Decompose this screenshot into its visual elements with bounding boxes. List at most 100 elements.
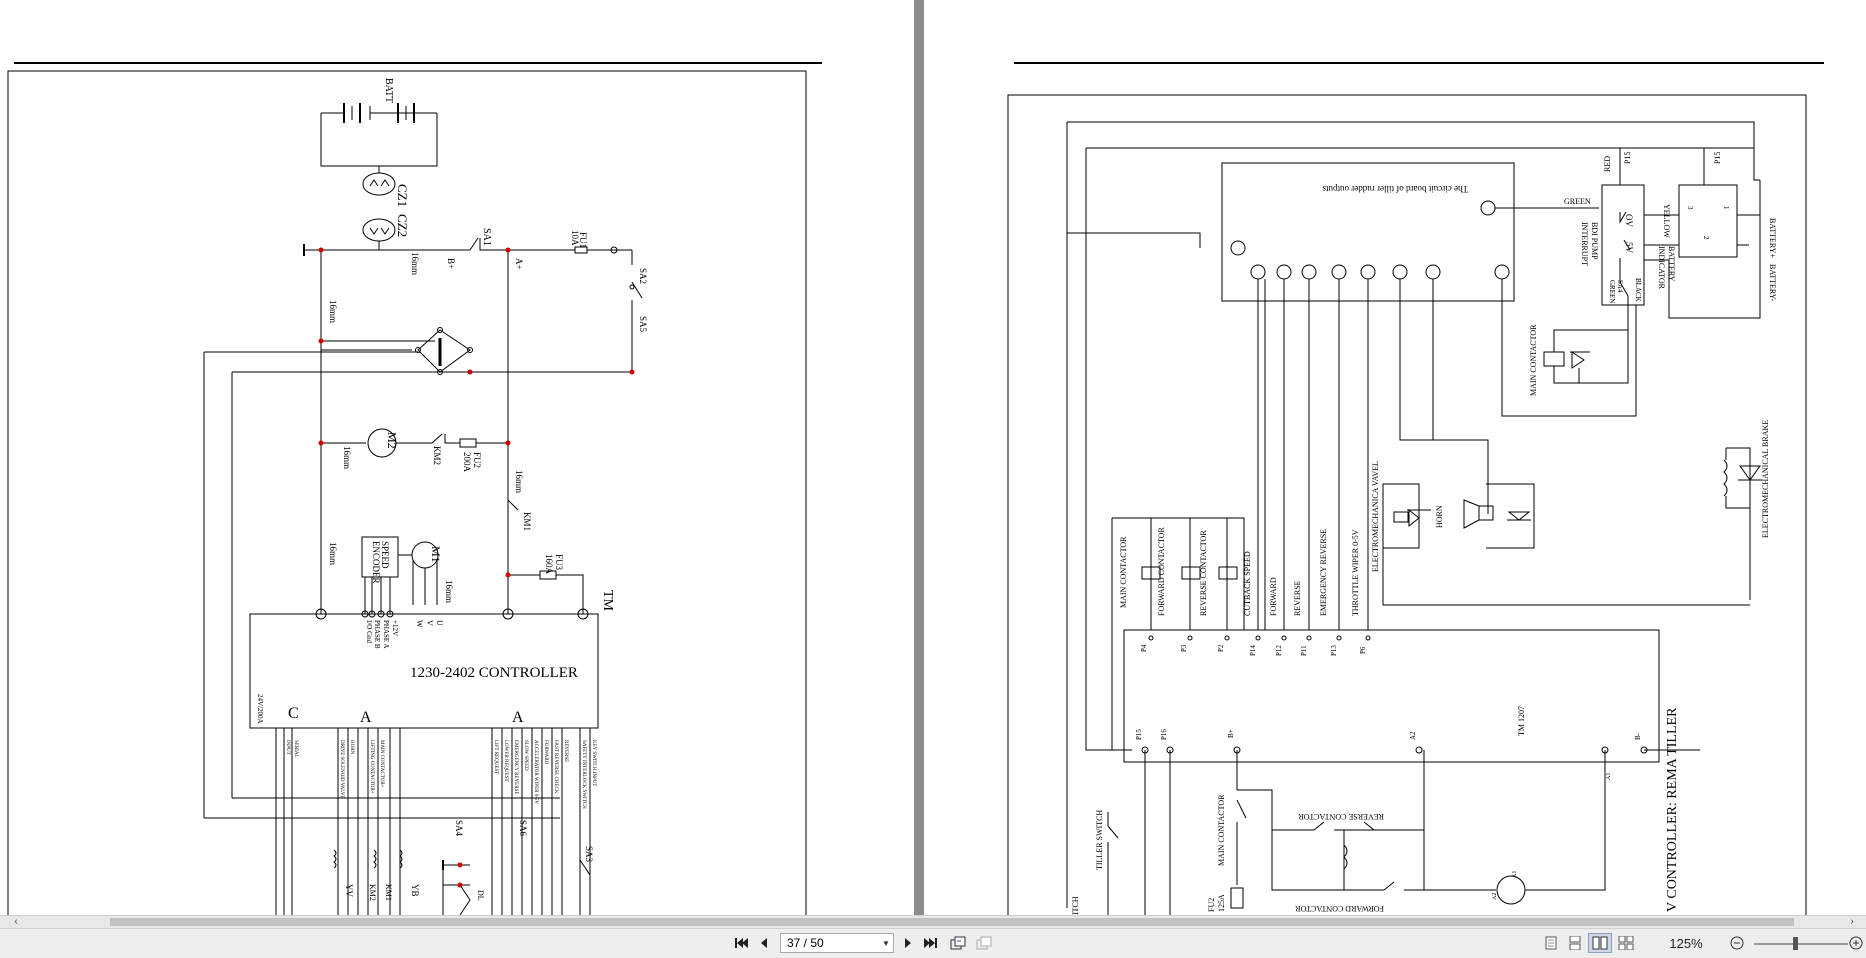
zoom-out-button[interactable] [1728,933,1746,953]
main-contactor-top-label: MAIN CONTACTOR [1529,324,1538,396]
document-page-right: The circuit board of tiller rudder outpu… [924,0,1866,915]
yellow-wire-label: YELLOW [1662,204,1671,238]
two-page-continuous-button[interactable] [1616,933,1636,953]
top-pin-label: P11 [1300,645,1308,656]
single-page-view-button[interactable] [1542,933,1560,953]
m1-label: M1 [429,546,443,563]
go-back-view-button[interactable] [948,933,968,953]
dl-label: DL [476,890,485,901]
sa5-label: SA5 [638,316,648,333]
scrollbar-thumb[interactable] [110,918,1794,926]
previous-page-icon [761,938,767,948]
next-page-icon [905,938,911,948]
column-label: FORWARD [1269,577,1278,616]
scroll-right-arrow-icon[interactable]: › [1850,916,1854,927]
page-number-field[interactable]: 37 / 50 ▼ [780,933,894,953]
zoom-level[interactable]: 125% [1669,935,1703,951]
pin-1: 1 [1722,206,1730,210]
next-page-button[interactable] [900,933,916,953]
top-pin-label: P2 [1217,644,1225,652]
bdi-pump-label: BDI PUMP [1590,222,1599,260]
column-label: THROTTLE WIPER 0-5V [1351,529,1360,616]
first-page-button[interactable] [732,933,750,953]
sheet-title: V CONTROLLER: REMA TILLER [1665,707,1680,912]
sa2-label: SA2 [638,268,648,284]
schematic-left-labels: BATT CZ1 CZ2 SA1 FU1 10A SA2 SA5 B+ A+ 1… [256,78,648,901]
p15-label-1: P15 [1623,152,1632,164]
a1-label: A1 [1606,773,1612,780]
km1-label: KM1 [522,512,532,531]
fu2-label: FU2 [472,452,482,468]
bottom-pin-label: A2 [1409,731,1417,740]
schematic-right-labels: The circuit board of tiller rudder outpu… [1071,152,1777,915]
cz1-label: CZ1 [395,184,410,207]
battery-minus-label: BATTERY- [1768,264,1777,302]
go-forward-view-button[interactable] [974,933,994,953]
km2-coil-label: KM2 [368,884,377,901]
wire-16mm-4: 16mm [514,470,524,493]
horn-label: HORN [1435,505,1444,528]
black-wire-label: BLACK [1634,278,1642,302]
bdi-interrupt-label: INTERRUPT [1580,222,1589,266]
column-label: REVERSE [1293,580,1302,616]
top-pin-label: P13 [1330,645,1338,656]
zoom-slider-track[interactable] [1754,943,1848,945]
5v-label: 5V [1624,242,1634,254]
fu3-label: FU3 [554,554,564,571]
uvw-u: U [435,620,444,626]
sa4-label: SA4 [1616,280,1624,293]
top-pin-label: P3 [1180,644,1188,652]
scroll-left-arrow-icon[interactable]: ‹ [14,916,18,927]
controller-rating: 24V/200A [256,694,264,724]
m2-label: M2 [385,432,399,449]
wire-16mm-5: 16mm [328,542,338,565]
last-page-button[interactable] [922,933,940,953]
last-page-icon [924,938,937,948]
zoom-slider-handle[interactable] [1792,937,1798,950]
continuous-page-icon [1569,936,1581,950]
aplus-label: A+ [514,258,524,270]
fu2-rating: 125A [1217,894,1226,912]
sa6-label: SA6 [518,820,528,837]
encoder-pin-phase-b: PHASE B [373,620,381,649]
fu2-label: FU2 [1207,898,1216,912]
continuous-view-button[interactable] [1566,933,1584,953]
column-label: CUTBACK SPEED [1243,551,1252,616]
bottom-pin-label: B+ [1227,729,1235,738]
chevron-down-icon[interactable]: ▼ [882,938,890,948]
fu1-rating: 10A [570,230,580,246]
pin-label: LOWER REQUEST [503,740,508,782]
zoom-in-icon [1849,936,1863,950]
circuit-board-label: The circuit board of tiller rudder outpu… [1322,184,1468,194]
two-page-scroll-icon [1618,936,1634,950]
yv-label: YV [344,884,354,897]
encoder-pin-phase-a: PHASE A [382,620,390,649]
p15-label-2: P15 [1713,152,1722,164]
pin-label: SAFETY INTERLOCK SWITCH [581,740,586,809]
schematic-right [1007,62,1824,915]
bplus-label: B+ [446,258,456,269]
battery-indicator-label-1: BATTERY [1667,246,1676,282]
document-viewport[interactable]: BATT CZ1 CZ2 SA1 FU1 10A SA2 SA5 B+ A+ 1… [0,0,1866,915]
bottom-pin-label: P16 [1160,729,1168,740]
pin-label: LIFTING CONTACTOR+ [369,740,374,794]
tm1207-label: TM 1207 [1517,706,1526,736]
pin-label: LIFT REQUEST [493,740,498,774]
bottom-toolbar: 37 / 50 ▼ 125% [0,928,1866,958]
pin-label: INPUT [285,740,290,755]
electromechanical-brake-label: ELECTROMECHANICAL BRAKE [1761,420,1770,538]
previous-page-button[interactable] [756,933,772,953]
zoom-in-button[interactable] [1848,933,1864,953]
horizontal-scrollbar[interactable]: ‹ › [0,915,1866,928]
pin-label: KEY SWITCH INPUT [591,740,596,786]
top-pin-label: P4 [1140,644,1148,652]
connector-a-1: A [360,709,372,726]
column-label: EMERGENCY REVERSE [1319,529,1328,616]
sa1-label: SA1 [481,228,492,246]
two-page-icon [1592,936,1608,950]
wire-16mm-2: 16mm [328,300,338,323]
two-page-view-button[interactable] [1588,933,1612,953]
pin-label: HORN [349,740,354,755]
page-number-value: 37 / 50 [787,936,824,950]
battery-plus-label: BATTERY+ [1768,218,1777,259]
